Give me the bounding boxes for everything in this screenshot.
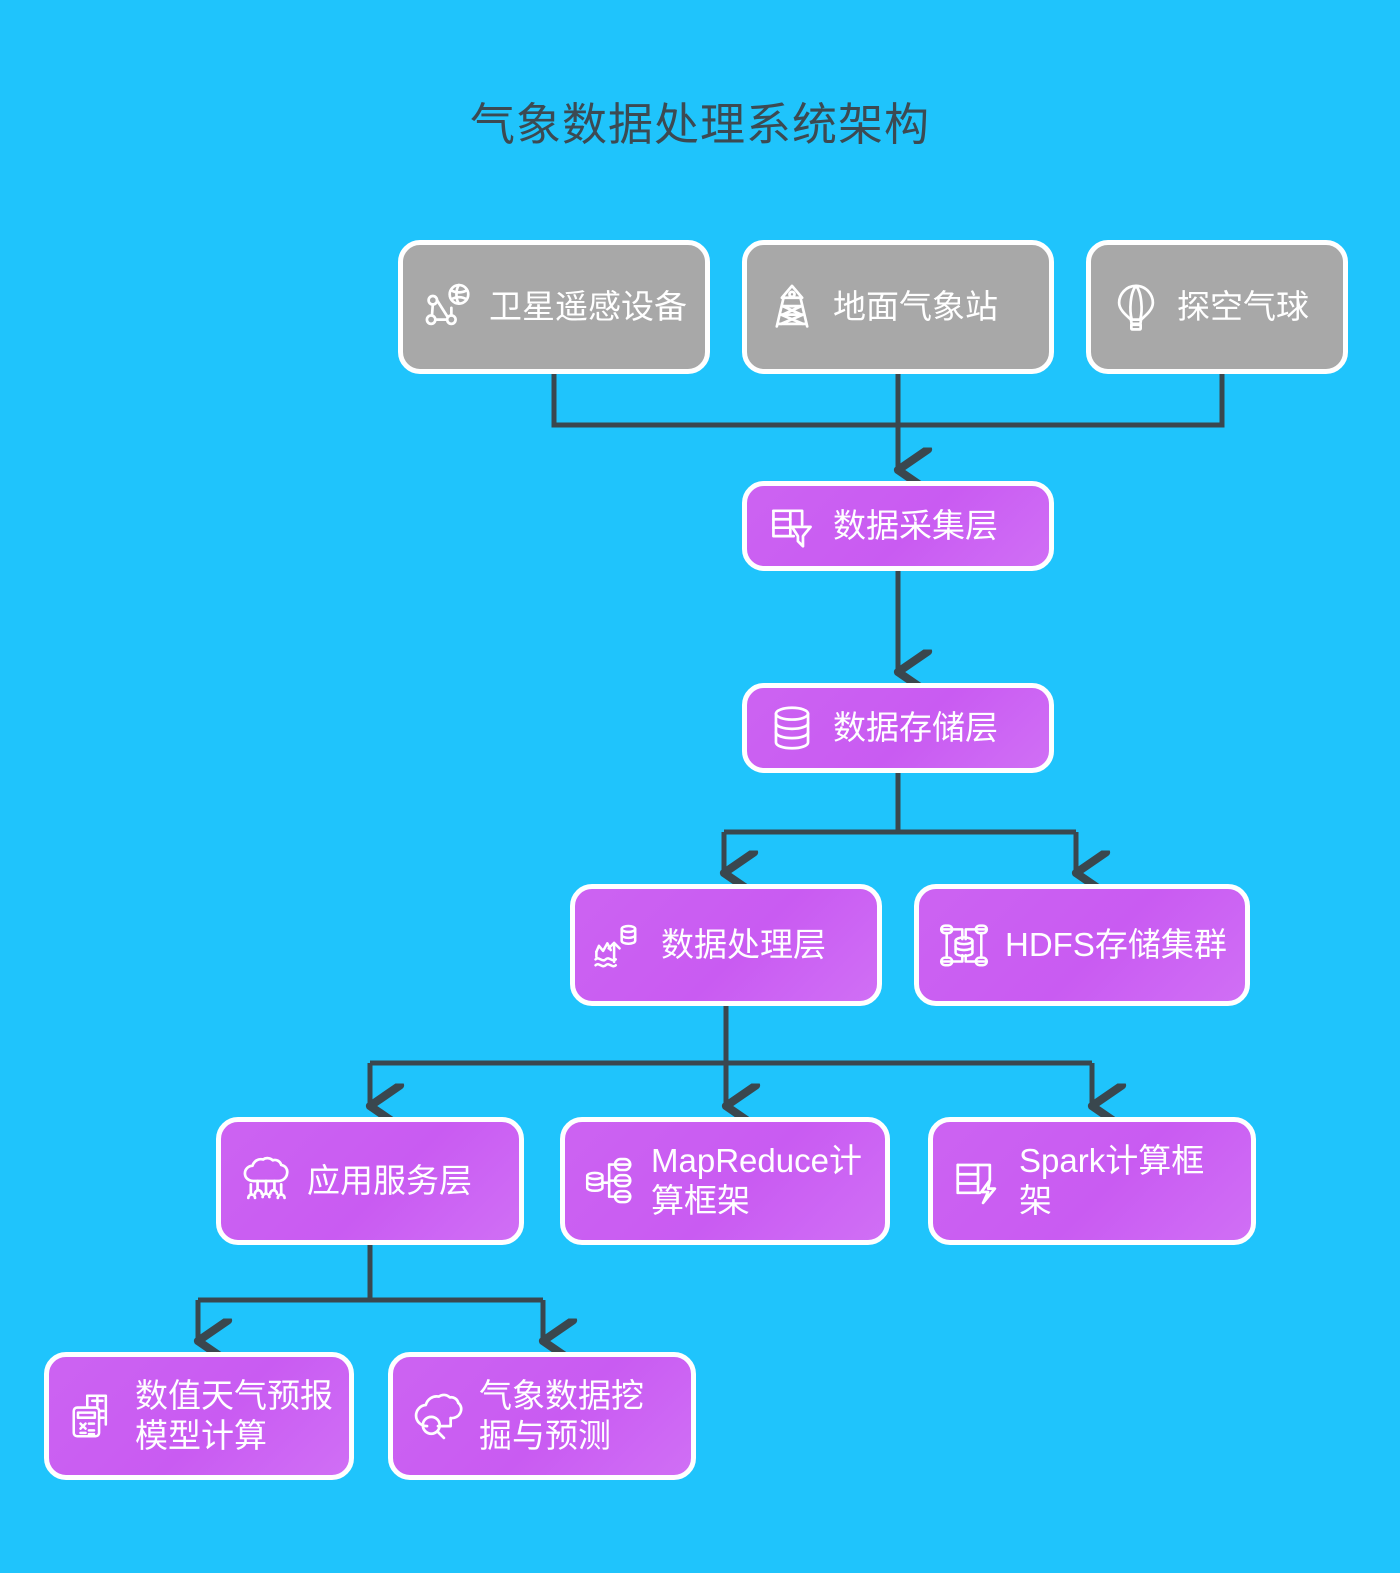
page-title: 气象数据处理系统架构 <box>469 99 930 150</box>
node-spark-framework[interactable]: Spark计算框架 <box>928 1117 1256 1245</box>
node-mapreduce-framework[interactable]: MapReduce计算框架 <box>560 1117 890 1245</box>
node-label: 数据存储层 <box>833 708 998 746</box>
node-data-storage-layer[interactable]: 数据存储层 <box>742 683 1054 773</box>
node-label: 探空气球 <box>1177 287 1309 325</box>
node-satellite[interactable]: 卫星遥感设备 <box>398 240 710 374</box>
node-label: 应用服务层 <box>307 1161 472 1199</box>
database-icon <box>763 699 821 757</box>
calculator-icon <box>65 1387 123 1445</box>
node-data-processing-layer[interactable]: 数据处理层 <box>570 884 882 1006</box>
edge-sources-bus <box>551 374 1225 428</box>
node-label: 数据处理层 <box>661 925 826 963</box>
node-weather-data-mining[interactable]: 气象数据挖掘与预测 <box>388 1352 696 1480</box>
node-label: MapReduce计算框架 <box>651 1141 862 1219</box>
node-hdfs-cluster[interactable]: HDFS存储集群 <box>914 884 1250 1006</box>
node-label: 气象数据挖掘与预测 <box>479 1376 644 1454</box>
node-label: Spark计算框架 <box>1019 1141 1205 1219</box>
node-label: 数值天气预报模型计算 <box>135 1376 333 1454</box>
cloud-search-icon <box>409 1387 467 1445</box>
node-data-collection-layer[interactable]: 数据采集层 <box>742 481 1054 571</box>
hot-air-balloon-icon <box>1107 278 1165 336</box>
node-ground-station[interactable]: 地面气象站 <box>742 240 1054 374</box>
node-label: 数据采集层 <box>833 506 998 544</box>
cloud-network-icon <box>237 1152 295 1210</box>
db-stack-icon <box>581 1152 639 1210</box>
node-nwp-model-computation[interactable]: 数值天气预报模型计算 <box>44 1352 354 1480</box>
data-funnel-icon <box>763 497 821 555</box>
data-lake-upload-icon <box>591 916 649 974</box>
node-label: 地面气象站 <box>833 287 998 325</box>
satellite-globe-icon <box>419 278 477 336</box>
node-radiosonde-balloon[interactable]: 探空气球 <box>1086 240 1348 374</box>
node-label: HDFS存储集群 <box>1005 925 1227 963</box>
node-application-service-layer[interactable]: 应用服务层 <box>216 1117 524 1245</box>
cluster-storage-icon <box>935 916 993 974</box>
table-bolt-icon <box>949 1152 1007 1210</box>
node-label: 卫星遥感设备 <box>489 287 687 325</box>
weather-tower-icon <box>763 278 821 336</box>
